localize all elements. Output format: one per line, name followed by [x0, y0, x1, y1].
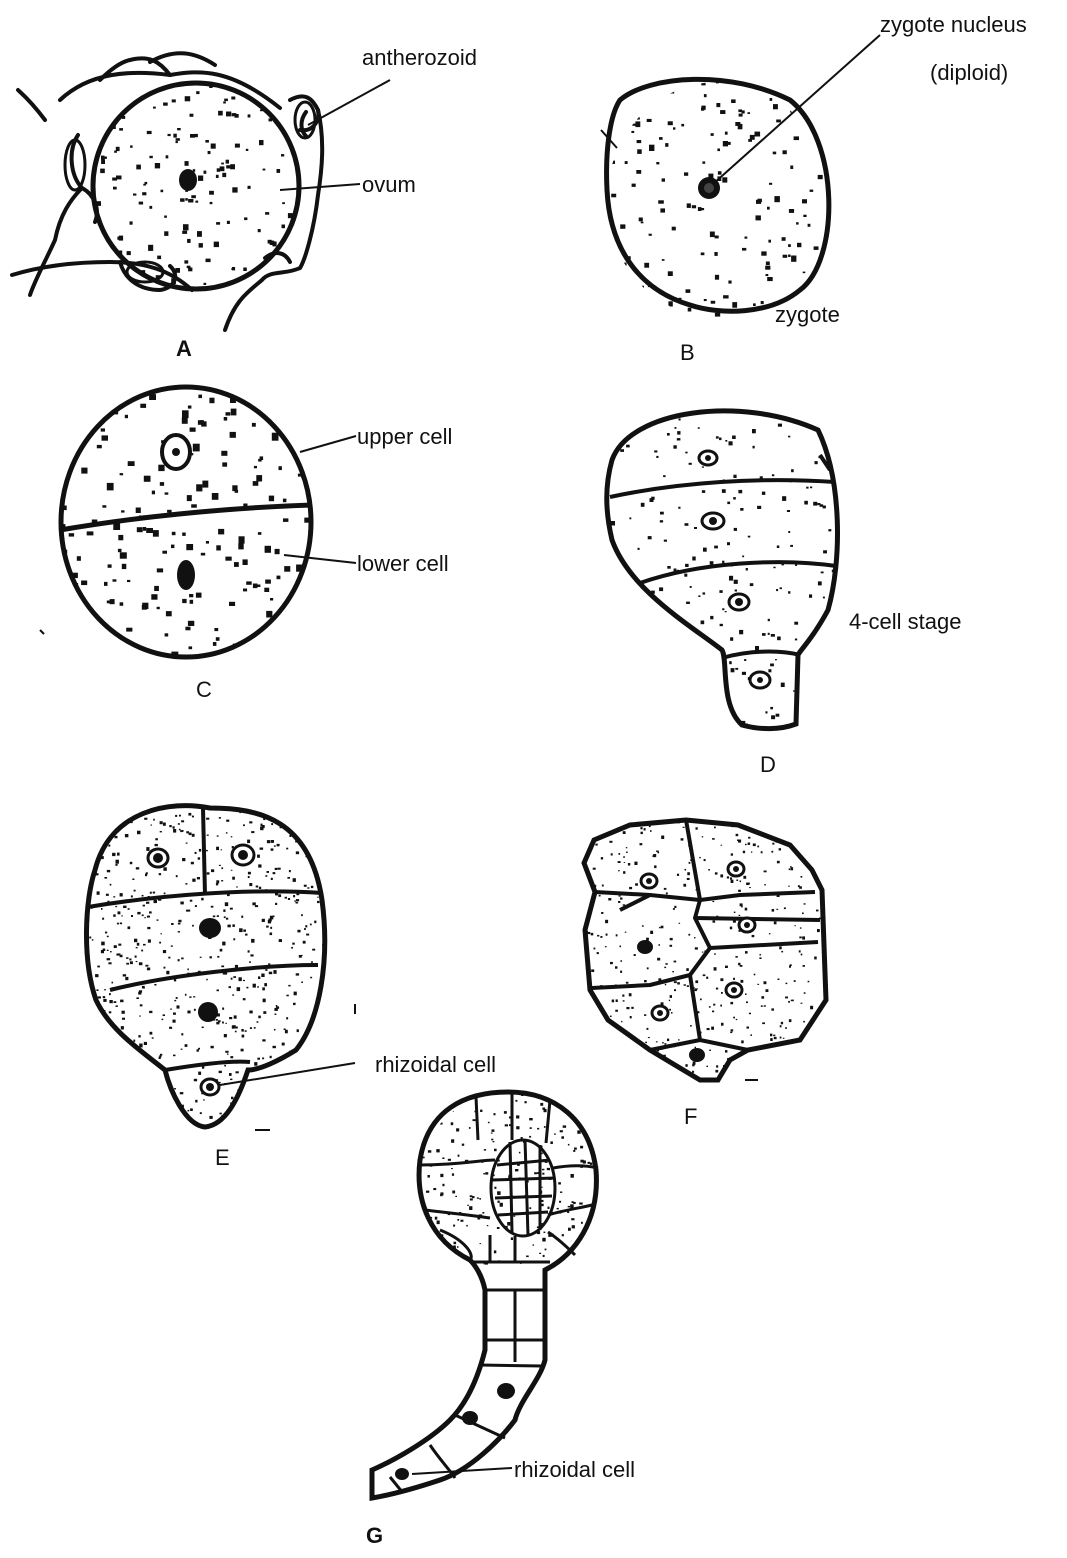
panel-b-zygote: zygote nucleus (diploid) zygote B	[601, 12, 1027, 365]
panel-letter-g: G	[366, 1523, 383, 1548]
label-four-cell-stage: 4-cell stage	[849, 609, 962, 634]
panel-g-young-sporophyte: rhizoidal cell G	[366, 1092, 635, 1548]
lower-cell-nucleus	[177, 560, 195, 590]
label-antherozoid: antherozoid	[362, 45, 477, 70]
antherozoid-body	[65, 140, 85, 190]
label-ovum: ovum	[362, 172, 416, 197]
panel-f-embryo: F	[584, 820, 832, 1129]
panel-letter-e: E	[215, 1145, 230, 1170]
panel-d-four-cell: 4-cell stage D	[607, 406, 962, 777]
panel-letter-a: A	[176, 336, 192, 361]
panel-letter-d: D	[760, 752, 776, 777]
label-zygote-nucleus: zygote nucleus	[880, 12, 1027, 37]
label-zygote: zygote	[775, 302, 840, 327]
leader-line-antherozoid	[308, 80, 390, 125]
label-lower-cell: lower cell	[357, 551, 449, 576]
label-diploid: (diploid)	[930, 60, 1008, 85]
panel-letter-f: F	[684, 1104, 697, 1129]
label-upper-cell: upper cell	[357, 424, 452, 449]
label-rhizoidal-cell-g: rhizoidal cell	[514, 1457, 635, 1482]
sporophyte-outline	[372, 1092, 596, 1498]
panel-c-two-cell: upper cell lower cell C	[40, 387, 452, 702]
label-rhizoidal-cell-e: rhizoidal cell	[375, 1052, 496, 1077]
leader-line-upper-cell	[300, 436, 356, 452]
panel-letter-b: B	[680, 340, 695, 365]
four-cell-embryo	[607, 411, 838, 729]
panel-e-embryo: rhizoidal cell E	[86, 805, 496, 1170]
ovum-nucleus	[179, 169, 197, 191]
panel-a-fertilization: antherozoid ovum A	[12, 45, 477, 361]
panel-letter-c: C	[196, 677, 212, 702]
